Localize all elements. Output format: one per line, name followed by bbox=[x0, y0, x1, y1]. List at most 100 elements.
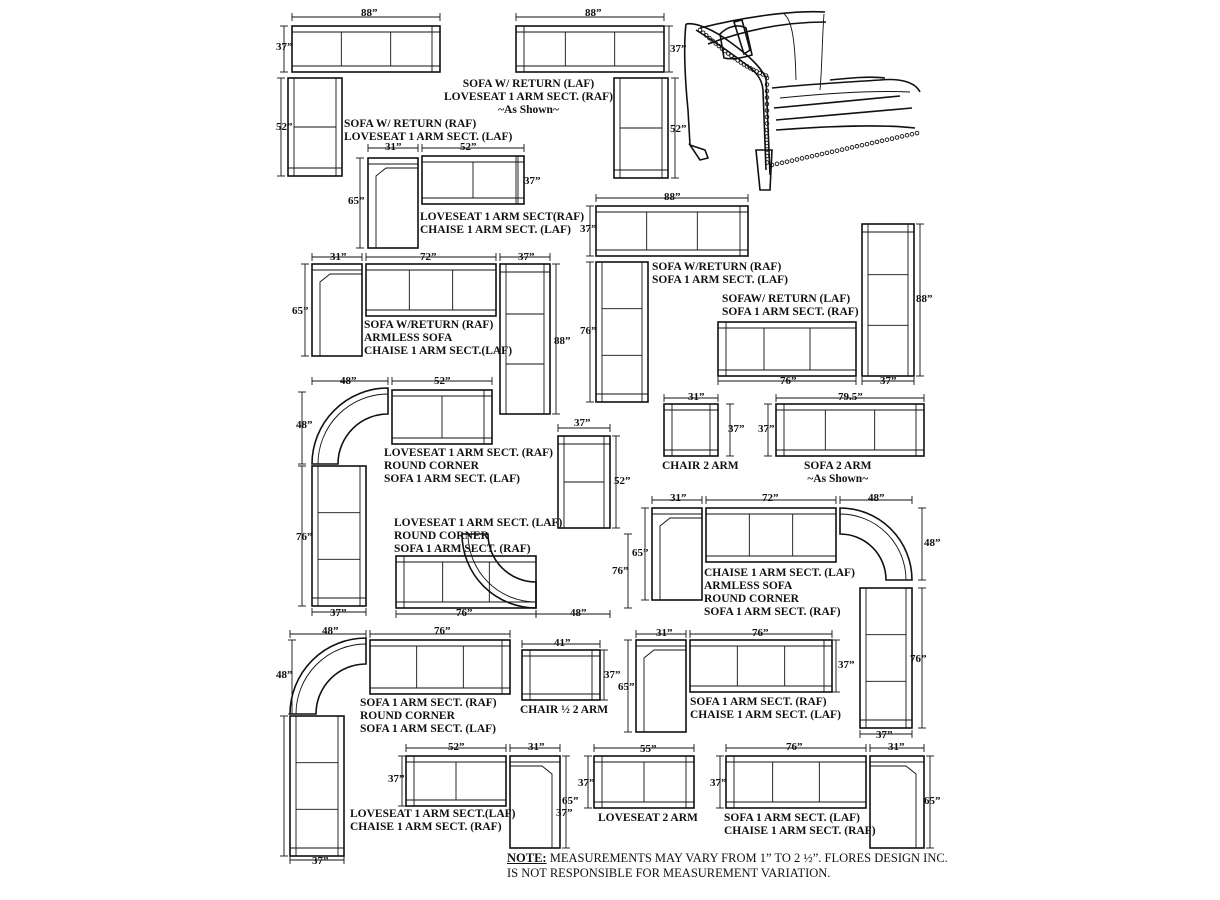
dimension-label: 76” bbox=[456, 607, 473, 619]
configuration-label-line: CHAISE 1 ARM SECT. (LAF) bbox=[690, 709, 841, 721]
nailhead bbox=[764, 140, 770, 146]
configuration-label: CHAIR ½ 2 ARM bbox=[520, 704, 608, 717]
configuration-label: LOVESEAT 1 ARM SECT(RAF)CHAISE 1 ARM SEC… bbox=[420, 211, 584, 237]
nailhead bbox=[764, 153, 770, 159]
dimension-label: 37” bbox=[580, 223, 597, 235]
dimension-label: 31” bbox=[888, 741, 905, 753]
dimension-label: 65” bbox=[632, 547, 649, 559]
configuration-label: SOFA W/ RETURN (LAF)LOVESEAT 1 ARM SECT.… bbox=[444, 78, 613, 117]
nailhead bbox=[864, 141, 870, 147]
dimension-label: 48” bbox=[868, 492, 885, 504]
chaise-piece bbox=[367, 157, 419, 249]
nailhead bbox=[909, 131, 915, 137]
dimension-label: 37” bbox=[758, 423, 775, 435]
nailhead bbox=[859, 142, 865, 148]
configuration-label: SOFA W/RETURN (RAF)SOFA 1 ARM SECT. (LAF… bbox=[652, 261, 788, 287]
dimension-label: 88” bbox=[554, 335, 571, 347]
dimension-label: 37” bbox=[574, 417, 591, 429]
nailhead bbox=[719, 46, 725, 51]
sectional-piece bbox=[705, 507, 837, 563]
sectional-piece bbox=[395, 555, 537, 609]
configuration-label-line: SOFA W/RETURN (RAF) bbox=[652, 261, 782, 273]
dimension-label: 37” bbox=[330, 607, 347, 619]
dimension-label: 65” bbox=[924, 795, 941, 807]
nailhead bbox=[764, 75, 770, 81]
dimension-label: 48” bbox=[296, 419, 313, 431]
dimension-label: 31” bbox=[385, 141, 402, 153]
sectional-piece bbox=[515, 25, 665, 73]
dimension-label: 76” bbox=[780, 375, 797, 387]
configuration-label-line: LOVESEAT 1 ARM SECT. (LAF) bbox=[394, 517, 563, 529]
nailhead bbox=[764, 82, 770, 87]
nailhead bbox=[809, 153, 815, 159]
nailhead bbox=[774, 161, 780, 167]
nailhead bbox=[789, 158, 795, 163]
configuration-label: SOFA 2 ARM~As Shown~ bbox=[804, 460, 872, 486]
sectional-piece bbox=[421, 155, 525, 205]
dimension-label: 88” bbox=[361, 7, 378, 19]
dimension-label: 48” bbox=[570, 607, 587, 619]
configuration-label-line: SOFA 1 ARM SECT. (RAF) bbox=[394, 543, 531, 555]
sectional-piece bbox=[861, 223, 915, 377]
dimension-label: 76” bbox=[910, 653, 927, 665]
configuration-label-line: CHAISE 1 ARM SECT. (LAF) bbox=[420, 224, 571, 236]
dimension-label: 48” bbox=[276, 669, 293, 681]
nailhead bbox=[741, 62, 747, 67]
nailhead bbox=[889, 136, 895, 141]
chaise-piece bbox=[869, 755, 925, 849]
dimension-label: 48” bbox=[924, 537, 941, 549]
nailhead bbox=[804, 155, 810, 160]
sectional-piece bbox=[521, 649, 601, 701]
nailhead bbox=[779, 160, 785, 166]
dimension-label: 31” bbox=[330, 251, 347, 263]
dimension-label: 52” bbox=[670, 123, 687, 135]
nailhead bbox=[884, 137, 890, 142]
configuration-label-line: ROUND CORNER bbox=[394, 530, 489, 542]
sectional-piece bbox=[291, 25, 441, 73]
nailhead bbox=[716, 43, 722, 49]
sectional-piece bbox=[663, 403, 719, 457]
sectional-piece bbox=[725, 755, 867, 809]
configuration-label-line: CHAIR ½ 2 ARM bbox=[520, 704, 609, 716]
nailhead bbox=[894, 135, 900, 140]
dimension-label: 48” bbox=[322, 625, 339, 637]
dimension-label: 37” bbox=[838, 659, 855, 671]
nailhead bbox=[839, 147, 845, 152]
dimension-label: 88” bbox=[664, 191, 681, 203]
dimension-label: 65” bbox=[292, 305, 309, 317]
configuration-label: SOFA W/ RETURN (RAF)LOVESEAT 1 ARM SECT.… bbox=[344, 118, 512, 144]
sectional-piece bbox=[613, 77, 669, 179]
dimension-label: 79.5” bbox=[838, 391, 863, 403]
nailhead bbox=[729, 53, 734, 59]
dimension-label: 72” bbox=[762, 492, 779, 504]
nailhead bbox=[879, 138, 885, 144]
nailhead bbox=[764, 88, 770, 94]
configuration-label: SOFAW/ RETURN (LAF)SOFA 1 ARM SECT. (RAF… bbox=[722, 293, 859, 319]
configuration-label: CHAIR 2 ARM bbox=[662, 460, 739, 473]
dimension-label: 76” bbox=[612, 565, 629, 577]
configuration-label-line: SOFA W/RETURN (RAF) bbox=[364, 319, 494, 331]
dimension-label: 37” bbox=[578, 777, 595, 789]
nailhead bbox=[764, 127, 770, 133]
nailhead bbox=[844, 146, 850, 151]
nailhead bbox=[764, 95, 770, 100]
sectional-pieces bbox=[287, 25, 925, 857]
nailhead bbox=[700, 30, 706, 35]
dimension-label: 52” bbox=[276, 121, 293, 133]
chaise-piece bbox=[311, 263, 363, 357]
configuration-label-line: SOFA 1 ARM SECT. (LAF) bbox=[384, 473, 520, 485]
chaise-piece bbox=[509, 755, 561, 849]
dimension-lines bbox=[277, 13, 934, 864]
sectional-piece bbox=[287, 77, 343, 177]
sofa-perspective-illustration bbox=[683, 10, 921, 191]
dimension-label: 37” bbox=[604, 669, 621, 681]
nailhead bbox=[899, 134, 905, 139]
dimension-label: 37” bbox=[880, 375, 897, 387]
configuration-label: SOFA 1 ARM SECT. (RAF)CHAISE 1 ARM SECT.… bbox=[690, 696, 841, 722]
configuration-label-line: SOFA W/ RETURN (LAF) bbox=[462, 78, 595, 90]
